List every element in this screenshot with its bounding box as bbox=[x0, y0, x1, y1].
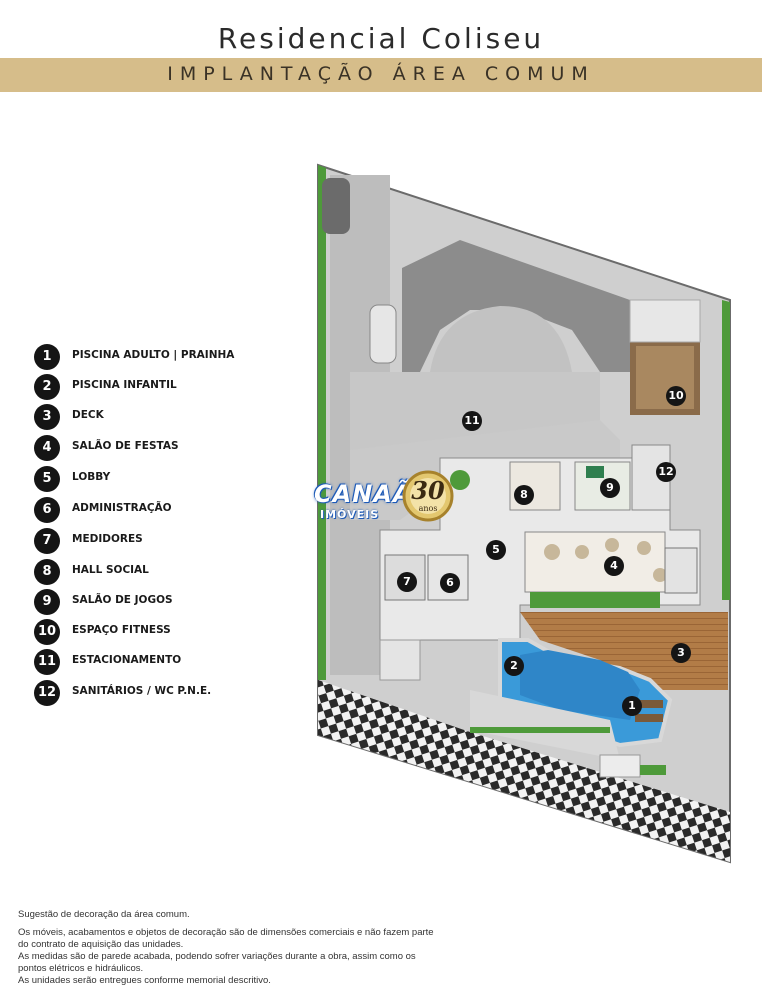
plan-marker: 12 bbox=[656, 462, 676, 482]
legend-item: 7 MEDIDORES bbox=[34, 528, 264, 554]
garden bbox=[530, 592, 660, 608]
legend-number: 6 bbox=[34, 497, 60, 523]
page-subtitle: IMPLANTAÇÃO ÁREA COMUM bbox=[167, 63, 595, 85]
path bbox=[470, 690, 620, 760]
legend-label: PISCINA INFANTIL bbox=[72, 379, 177, 391]
parked-car bbox=[322, 178, 350, 234]
plan-marker: 2 bbox=[504, 656, 524, 676]
legend-number: 4 bbox=[34, 435, 60, 461]
plan-marker: 9 bbox=[600, 478, 620, 498]
legend-label: LOBBY bbox=[72, 471, 111, 483]
ramp-curve bbox=[430, 306, 572, 372]
table bbox=[575, 545, 589, 559]
legend-label: SANITÁRIOS / WC P.N.E. bbox=[72, 685, 212, 697]
legend-label: HALL SOCIAL bbox=[72, 564, 149, 576]
legend-number: 11 bbox=[34, 649, 60, 675]
legend-item: 1 PISCINA ADULTO | PRAINHA bbox=[34, 344, 264, 370]
seal-sub: anos bbox=[418, 504, 438, 513]
adult-pool bbox=[520, 650, 640, 720]
footnote: As unidades serão entregues conforme mem… bbox=[18, 975, 271, 986]
plan-marker: 6 bbox=[440, 573, 460, 593]
page-title: Residencial Coliseu bbox=[217, 22, 545, 55]
plan-marker: 10 bbox=[666, 386, 686, 406]
ramp-roof bbox=[402, 240, 630, 372]
legend-label: ESTACIONAMENTO bbox=[72, 654, 182, 666]
seal-badge-icon bbox=[402, 470, 454, 522]
legend-number: 2 bbox=[34, 374, 60, 400]
table bbox=[637, 541, 651, 555]
brand-name: CANAÃ bbox=[314, 480, 413, 508]
legend-number: 8 bbox=[34, 559, 60, 585]
grass-border bbox=[318, 165, 326, 680]
footnotes: Sugestão de decoração da área comum. Os … bbox=[18, 909, 438, 987]
legend-item: 11 ESTACIONAMENTO bbox=[34, 649, 264, 675]
legend-item: 4 SALÃO DE FESTAS bbox=[34, 435, 264, 461]
anniversary-seal: 30 anos bbox=[398, 470, 458, 524]
legend-number: 1 bbox=[34, 344, 60, 370]
stair bbox=[379, 639, 421, 681]
plan-marker: 5 bbox=[486, 540, 506, 560]
brand-sub: IMÓVEIS bbox=[320, 508, 380, 521]
table bbox=[653, 568, 667, 582]
plan-marker: 3 bbox=[671, 643, 691, 663]
grass-border bbox=[722, 300, 730, 600]
legend-label: ADMINISTRAÇÃO bbox=[72, 502, 172, 514]
legend-number: 9 bbox=[34, 589, 60, 615]
footnote: As medidas são de parede acabada, podend… bbox=[18, 951, 416, 974]
lounger bbox=[635, 700, 663, 708]
legend-item: 12 SANITÁRIOS / WC P.N.E. bbox=[34, 680, 264, 706]
gate-area bbox=[599, 754, 641, 778]
game-table bbox=[586, 466, 604, 478]
checkered-sidewalk bbox=[318, 680, 730, 862]
legend-number: 5 bbox=[34, 466, 60, 492]
kitchen bbox=[664, 547, 698, 594]
legend-label: SALÃO DE FESTAS bbox=[72, 440, 179, 452]
legend-number: 3 bbox=[34, 404, 60, 430]
plan-marker: 11 bbox=[462, 411, 482, 431]
footnote: Os móveis, acabamentos e objetos de deco… bbox=[18, 927, 434, 950]
legend-label: PISCINA ADULTO | PRAINHA bbox=[72, 349, 235, 361]
legend-item: 5 LOBBY bbox=[34, 466, 264, 492]
brand-logo: CANAÃ IMÓVEIS bbox=[286, 470, 462, 530]
seal-number: 30 bbox=[411, 476, 445, 505]
legend-number: 12 bbox=[34, 680, 60, 706]
legend-number: 10 bbox=[34, 619, 60, 645]
plan-marker: 4 bbox=[604, 556, 624, 576]
parked-car bbox=[369, 304, 397, 364]
garden bbox=[640, 765, 666, 775]
shrub bbox=[450, 470, 470, 490]
service-area bbox=[629, 299, 701, 343]
table bbox=[544, 544, 560, 560]
plan-marker: 8 bbox=[514, 485, 534, 505]
legend-label: DECK bbox=[72, 409, 104, 421]
legend-item: 10 ESPAÇO FITNESS bbox=[34, 619, 264, 645]
title-band bbox=[0, 58, 762, 92]
table bbox=[605, 538, 619, 552]
legend-label: ESPAÇO FITNESS bbox=[72, 624, 171, 636]
lounger bbox=[635, 714, 663, 722]
legend-item: 2 PISCINA INFANTIL bbox=[34, 374, 264, 400]
legend-number: 7 bbox=[34, 528, 60, 554]
legend-label: MEDIDORES bbox=[72, 533, 143, 545]
plan-marker: 1 bbox=[622, 696, 642, 716]
legend-label: SALÃO DE JOGOS bbox=[72, 594, 173, 606]
plan-marker: 7 bbox=[397, 572, 417, 592]
legend-item: 3 DECK bbox=[34, 404, 264, 430]
garden bbox=[470, 727, 610, 733]
legend-item: 9 SALÃO DE JOGOS bbox=[34, 589, 264, 615]
legend-item: 8 HALL SOCIAL bbox=[34, 559, 264, 585]
deck bbox=[520, 612, 728, 690]
footnote: Sugestão de decoração da área comum. bbox=[18, 909, 190, 920]
legend-item: 6 ADMINISTRAÇÃO bbox=[34, 497, 264, 523]
